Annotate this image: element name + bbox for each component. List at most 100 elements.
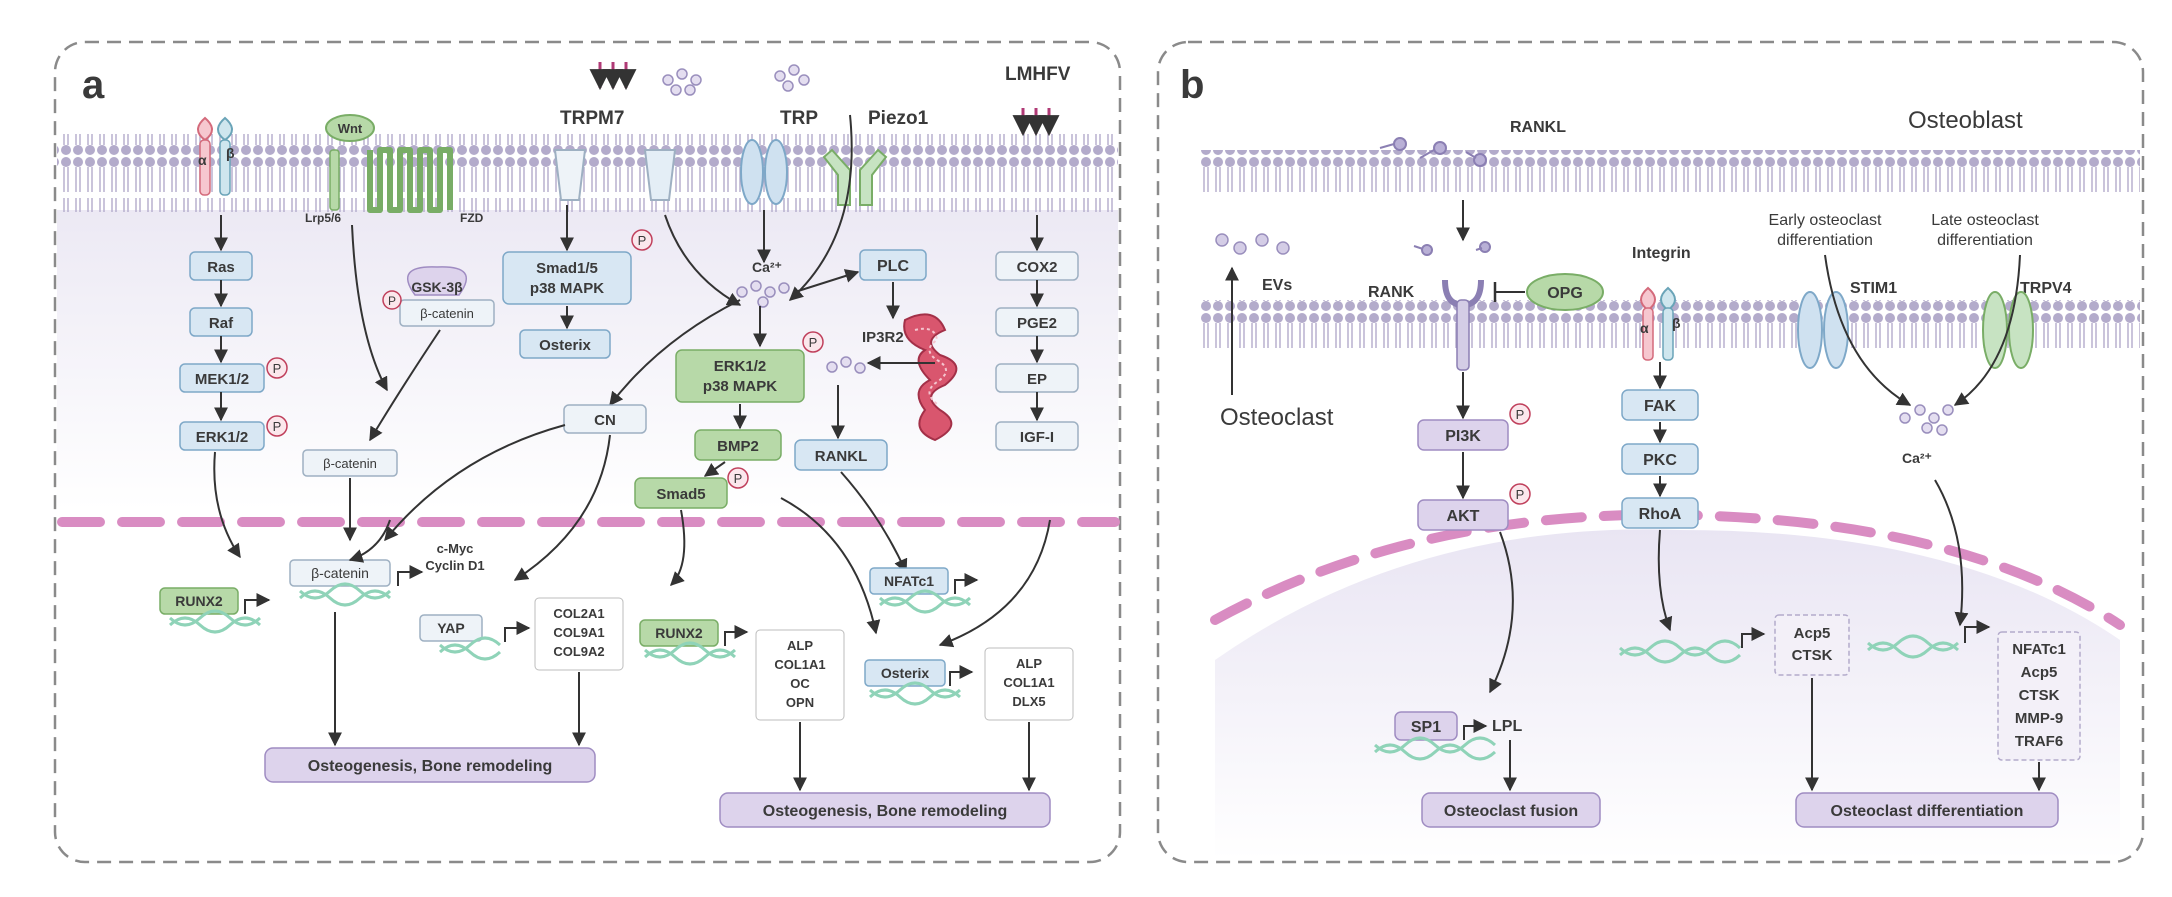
myc-line2: Cyclin D1	[425, 558, 484, 573]
cn-node: CN	[594, 412, 616, 429]
nf-line4: MMP-9	[2015, 710, 2063, 727]
cn-bmp-group: CN BMP2 Smad5 P RANKL	[384, 404, 908, 635]
sp1-node: SP1	[1411, 719, 1441, 736]
stim1-channel-icon	[1797, 291, 1849, 369]
smad5-node: Smad5	[656, 486, 705, 503]
beta-label: β	[226, 145, 235, 161]
bcat-nuc-node: β-catenin	[311, 565, 369, 581]
piezo1-channel-icon: Piezo1	[822, 108, 929, 206]
differentiation-label: Osteoclast differentiation	[1831, 803, 2024, 820]
myc-line1: c-Myc	[437, 541, 474, 556]
nucleus-b: Acp5 CTSK NFATc1 Acp5 CTSK MMP-9 TRAF6 S…	[1373, 614, 2081, 792]
integrin-a-icon: α β	[197, 116, 235, 196]
smad15-line2: p38 MAPK	[530, 280, 604, 297]
trp-channel-icon: TRP	[740, 108, 818, 205]
ca-label-b: Ca²⁺	[1902, 450, 1932, 466]
col-line1: COL2A1	[553, 606, 604, 621]
p-erk-mid: P	[809, 335, 818, 350]
dna-b1-icon	[1618, 646, 1742, 664]
early-line2: differentiation	[1777, 232, 1873, 249]
panel-a-border	[53, 40, 1122, 864]
ca-ions-b-icon	[1899, 404, 1954, 436]
ip3r2-label: IP3R2	[862, 329, 904, 346]
nucleus-a: RUNX2 β-catenin c-Myc Cyclin D1 YAP COL2…	[159, 519, 1074, 792]
lmhfv-label: LMHFV	[1005, 64, 1071, 85]
bcat-node: β-catenin	[323, 456, 377, 471]
rank-label: RANK	[1368, 284, 1415, 301]
fusion-box	[1421, 792, 1601, 828]
fak-node: FAK	[1644, 398, 1676, 415]
calcium-group: Ca²⁺ PLC IP3R2 ERK1/2 p38 MAPK P	[609, 114, 958, 442]
panel-b: b Osteoblast RANKL EVs Osteoclast RAN	[1156, 40, 2145, 864]
rankl-node-a: RANKL	[815, 448, 868, 465]
pi3k-column: PI3K P AKT P	[1417, 372, 1531, 694]
nfatc1-node-a: NFATc1	[884, 573, 934, 589]
acp5-line2: CTSK	[1792, 647, 1833, 664]
panel-a-letter: a	[82, 63, 105, 107]
pge2-node: PGE2	[1017, 315, 1057, 332]
alp2-line1: ALP	[1016, 656, 1042, 671]
p-erk: P	[273, 419, 282, 434]
smad15-group: Smad1/5 p38 MAPK P Osterix	[502, 205, 653, 359]
p-smad5: P	[734, 471, 743, 486]
fusion-label: Osteoclast fusion	[1444, 803, 1578, 820]
stim1-label: STIM1	[1850, 280, 1897, 297]
opg-node: OPG	[1547, 285, 1583, 302]
mapk-column: Ras Raf MEK1/2 ERK1/2 P P	[179, 215, 288, 559]
late-line2: differentiation	[1937, 232, 2033, 249]
lpl-label: LPL	[1492, 718, 1522, 735]
phospho-icon: P P	[266, 357, 288, 437]
outcome-right-box	[719, 792, 1051, 828]
smad15-line1: Smad1/5	[536, 260, 598, 277]
fak-column: FAK PKC RhoA	[1621, 362, 1699, 632]
erk-mid-line1: ERK1/2	[714, 358, 767, 375]
erk-mid-line2: p38 MAPK	[703, 378, 777, 395]
outcome-left: Osteogenesis, Bone remodeling	[308, 758, 553, 775]
nf-line2: Acp5	[2021, 664, 2058, 681]
opg-group: OPG	[1493, 273, 1604, 311]
alp2-line2: COL1A1	[1003, 675, 1054, 690]
alp-line3: OC	[790, 676, 810, 691]
early-line1: Early osteoclast	[1769, 212, 1882, 229]
ras-node: Ras	[207, 259, 235, 276]
alpha-label: α	[198, 152, 207, 168]
rhoa-node: RhoA	[1639, 506, 1682, 523]
integrin-b-icon: Integrin α β	[1632, 245, 1691, 361]
nf-line1: NFATc1	[2012, 641, 2066, 658]
gsk-node: GSK-3β	[411, 279, 463, 295]
ca-label-a: Ca²⁺	[752, 259, 782, 275]
rankl-label-b: RANKL	[1510, 119, 1566, 136]
lmhfv-stimulus-icon	[1012, 108, 1060, 137]
col-line2: COL9A1	[553, 625, 604, 640]
alp-line4: OPN	[786, 695, 814, 710]
nucleus-b-fill	[1215, 529, 2120, 860]
raf-node: Raf	[209, 315, 234, 332]
trpm7-label: TRPM7	[560, 108, 624, 129]
p-bcat: P	[388, 294, 396, 308]
cox2-node: COX2	[1017, 259, 1058, 276]
ep-node: EP	[1027, 371, 1047, 388]
dna-b3-icon	[1373, 743, 1497, 761]
osteoblast-membrane	[1200, 150, 2140, 194]
dna-b2-icon	[1866, 641, 1960, 659]
lrp-label: Lrp5/6	[305, 211, 341, 225]
runx2-mid-node: RUNX2	[655, 625, 703, 641]
trp-label: TRP	[780, 108, 818, 129]
trpm7-channel-icon: TRPM7	[553, 108, 677, 201]
beta-b-label: β	[1672, 315, 1681, 331]
pkc-node: PKC	[1643, 452, 1677, 469]
osterix-nuc-node: Osterix	[881, 665, 929, 681]
osteoblast-label: Osteoblast	[1908, 107, 2023, 134]
wnt-label: Wnt	[338, 121, 363, 136]
panel-a: a α β Wnt Lrp5/6 FZD	[53, 40, 1122, 864]
alp2-line3: DLX5	[1012, 694, 1045, 709]
acp5-line1: Acp5	[1794, 625, 1831, 642]
yap-node: YAP	[437, 620, 465, 636]
alpha-b-label: α	[1640, 320, 1649, 336]
nf-line5: TRAF6	[2015, 733, 2063, 750]
differentiation-box	[1795, 792, 2059, 828]
evs-label: EVs	[1262, 277, 1292, 294]
plc-node: PLC	[877, 258, 909, 275]
fzd-label: FZD	[460, 211, 484, 225]
